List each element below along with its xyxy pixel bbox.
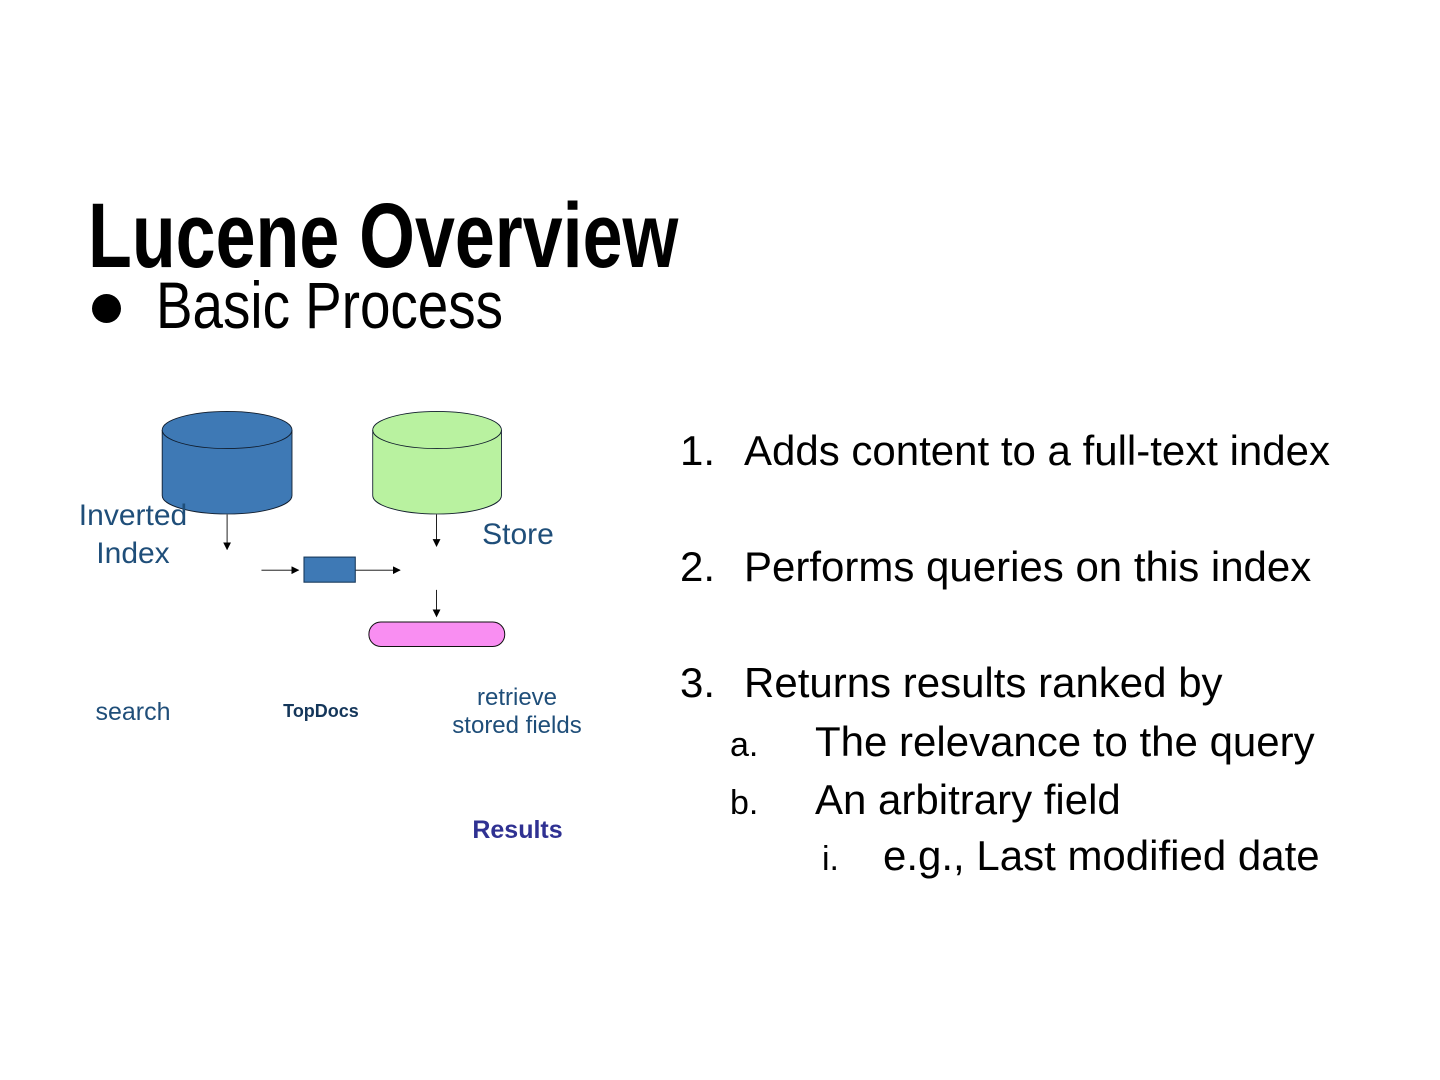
page-title-text: Lucene Overview [88, 184, 679, 287]
retrieve-stored-fields-label: retrieve stored fields [437, 684, 597, 741]
list-item-3a-marker: a. [730, 726, 759, 764]
list-item-3a: a. The relevance to the query [730, 718, 1315, 766]
results-label: Results [472, 815, 563, 844]
search-label: search [95, 698, 171, 726]
list-item-2-text: Performs queries on this index [744, 543, 1312, 590]
bullet-dot-icon [92, 294, 121, 323]
list-item-1-text: Adds content to a full-text index [744, 427, 1331, 474]
bullet-item: Basic Process [92, 272, 574, 338]
topdocs-box [303, 556, 356, 583]
list-item-1-marker: 1. [680, 427, 716, 474]
store-label: Store [482, 518, 554, 551]
store-cylinder [372, 411, 502, 515]
retrieve-label-line2: stored fields [452, 712, 582, 740]
list-item-3a-text: The relevance to the query [815, 718, 1315, 765]
lucene-process-diagram [161, 411, 506, 648]
inverted-index-label-line2: Index [96, 537, 170, 571]
list-item-3b-marker: b. [730, 784, 759, 822]
list-item-3-marker: 3. [680, 659, 716, 706]
results-pill [368, 621, 506, 648]
list-item-3b-i: i. e.g., Last modified date [822, 832, 1320, 880]
retrieve-label-line1: retrieve [476, 684, 558, 711]
list-item-2-marker: 2. [680, 543, 716, 590]
bullet-label: Basic Process [156, 268, 504, 342]
list-item-1: 1. Adds content to a full-text index [680, 427, 1330, 475]
inverted-index-cylinder [161, 411, 293, 515]
list-item-3: 3. Returns results ranked by [680, 659, 1223, 707]
list-item-3b: b. An arbitrary field [730, 776, 1121, 824]
list-item-3b-i-marker: i. [822, 840, 839, 878]
page-title: Lucene Overview [88, 190, 845, 282]
inverted-index-label-line1: Inverted [78, 499, 188, 532]
list-item-3-text: Returns results ranked by [744, 659, 1223, 706]
list-item-3b-text: An arbitrary field [815, 776, 1121, 823]
list-item-2: 2. Performs queries on this index [680, 543, 1311, 591]
topdocs-label: TopDocs [283, 700, 359, 721]
list-item-3b-i-text: e.g., Last modified date [883, 832, 1320, 879]
inverted-index-label: Inverted Index [14, 497, 252, 573]
